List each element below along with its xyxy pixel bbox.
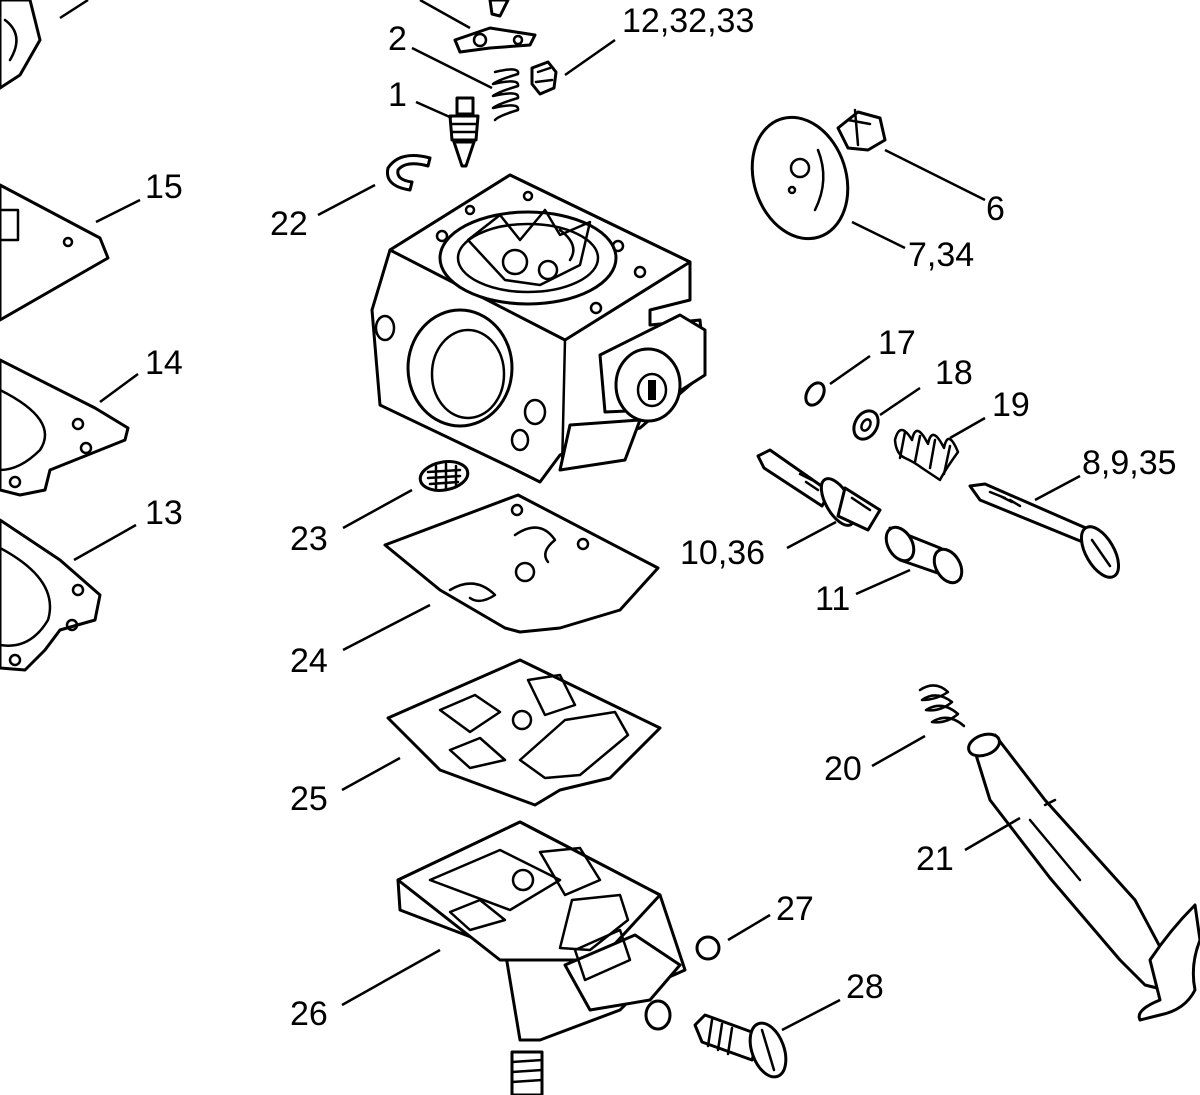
label-13: 13	[145, 494, 183, 532]
label-8-9-35: 8,9,35	[1082, 444, 1177, 482]
part-17-o-ring	[804, 381, 826, 407]
label-18: 18	[935, 354, 973, 392]
label-22: 22	[270, 205, 308, 243]
part-25-gasket	[386, 658, 662, 807]
part-23-strainer	[418, 460, 470, 492]
part-19-spring	[893, 428, 960, 482]
label-7-34: 7,34	[908, 236, 974, 274]
part-12-nut	[530, 60, 558, 96]
label-17: 17	[878, 324, 916, 362]
label-20: 20	[824, 750, 862, 788]
part-7-throttle-plate	[750, 115, 850, 241]
label-14: 14	[145, 344, 183, 382]
part-11-sleeve	[884, 525, 964, 585]
label-21: 21	[916, 840, 954, 878]
label-11: 11	[815, 580, 850, 618]
part-27-ball	[695, 935, 721, 961]
callout-labels: 12,32,33 2 1 15 22 6 7,34 14 17 18 19 8,…	[145, 2, 1177, 1033]
label-28: 28	[846, 968, 884, 1006]
label-26: 26	[290, 995, 328, 1033]
part-2-spring	[491, 68, 520, 122]
part-22-clip	[385, 154, 432, 192]
part-20-spring	[918, 684, 966, 728]
part-26-pump-cover	[396, 820, 687, 1042]
label-15: 15	[145, 168, 183, 206]
part-24-diaphragm	[383, 493, 660, 634]
label-2: 2	[388, 20, 407, 58]
label-10-36: 10,36	[680, 534, 765, 572]
part-13-pump-gasket	[0, 518, 102, 672]
part-6-screw	[836, 108, 887, 152]
leader-lines	[59, 0, 1081, 1032]
part-lever-top	[453, 0, 537, 54]
part-8-mixture-screw	[968, 482, 1121, 579]
part-15-gasket-plate	[0, 0, 110, 322]
carburetor-body	[370, 173, 707, 484]
label-25: 25	[290, 780, 328, 818]
part-14-diaphragm-gasket	[0, 358, 130, 497]
label-1: 1	[388, 76, 407, 114]
label-27: 27	[776, 890, 814, 928]
label-24: 24	[290, 642, 328, 680]
part-18-washer	[852, 409, 880, 441]
part-28-screw	[693, 1013, 788, 1079]
label-12-32-33: 12,32,33	[622, 2, 754, 40]
label-6: 6	[986, 190, 1005, 228]
label-23: 23	[290, 520, 328, 558]
part-21-shaft	[967, 732, 1200, 1022]
part-10-mixture-screw	[756, 448, 882, 532]
label-19: 19	[992, 386, 1030, 424]
part-bottom-spring	[510, 1050, 544, 1095]
part-1-inlet-needle	[448, 96, 480, 168]
